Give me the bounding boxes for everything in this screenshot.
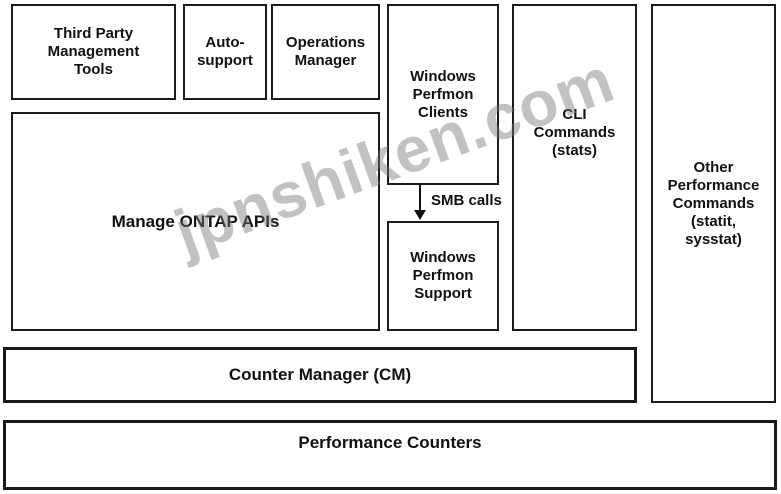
autosupport-box: Auto- support [183,4,267,100]
counter-manager-box: Counter Manager (CM) [3,347,637,403]
performance-counters-box: Performance Counters [3,420,777,490]
smb-arrow [414,184,426,220]
windows-perfmon-clients-box: Windows Perfmon Clients [387,4,499,185]
other-performance-commands-box: Other Performance Commands (statit, syss… [651,4,776,403]
windows-perfmon-support-box: Windows Perfmon Support [387,221,499,331]
manage-ontap-apis-box: Manage ONTAP APIs [11,112,380,331]
operations-manager-box: Operations Manager [271,4,380,100]
smb-calls-label: SMB calls [431,192,502,209]
cli-commands-box: CLI Commands (stats) [512,4,637,331]
third-party-management-tools-box: Third Party Management Tools [11,4,176,100]
